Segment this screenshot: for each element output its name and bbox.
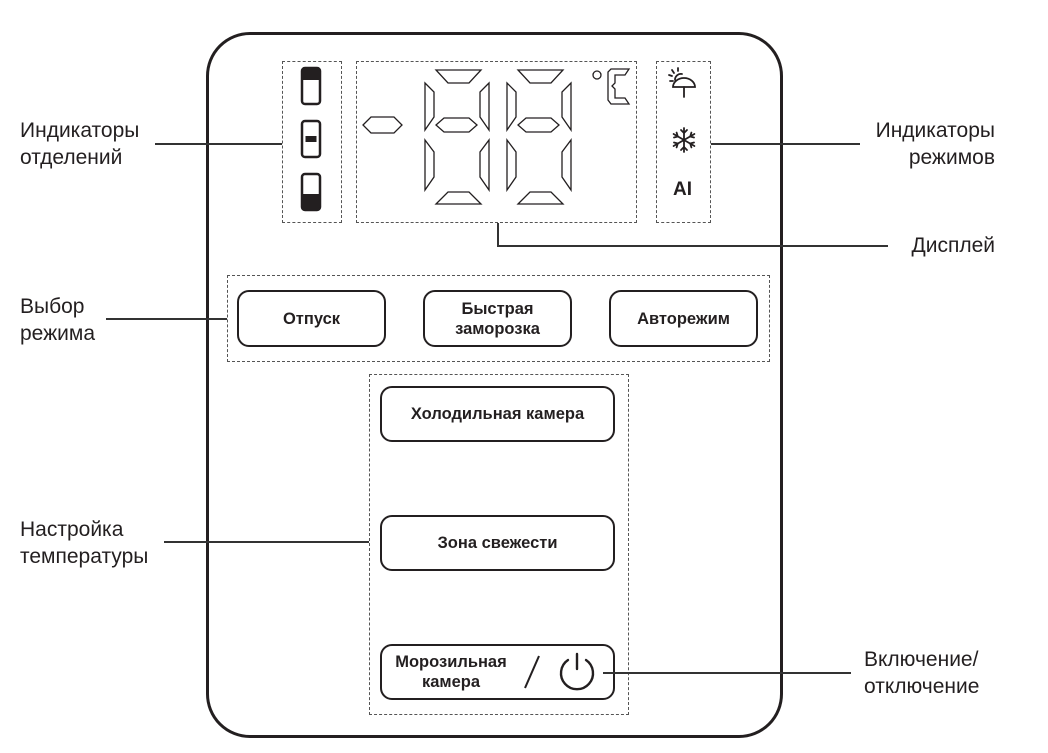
compartment-indicators [300, 66, 322, 212]
temp-setting-group [369, 374, 629, 715]
vacation-icon [668, 67, 696, 98]
display-group [356, 61, 637, 223]
quick-freeze-button[interactable]: Быстрая заморозка [423, 290, 572, 347]
label-mode-indicators: Индикаторы режимов [875, 119, 995, 169]
seven-segment-display [362, 68, 631, 205]
celsius-unit-icon [592, 68, 631, 105]
leader-compartment-indicators [155, 143, 282, 145]
vacation-mode-button[interactable]: Отпуск [237, 290, 386, 347]
quick-freeze-label-line1: Быстрая [461, 299, 534, 318]
fridge-compartment-button[interactable]: Холодильная камера [380, 386, 615, 442]
label-mode-select: Выбор режима [20, 295, 96, 345]
ai-mode-icon: AI [673, 179, 692, 200]
freezer-compartment-icon [300, 172, 322, 212]
leader-display [497, 245, 888, 247]
fresh-zone-button[interactable]: Зона свежести [380, 515, 615, 571]
slash-separator-icon [524, 655, 540, 689]
vacation-mode-label: Отпуск [282, 309, 341, 328]
fresh-zone-compartment-icon [300, 119, 322, 159]
leader-display-vertical [497, 223, 499, 246]
freezer-power-button[interactable]: Морозильная камера [380, 644, 615, 700]
mode-indicators-group [656, 61, 711, 223]
power-icon [559, 652, 595, 691]
auto-mode-button[interactable]: Авторежим [609, 290, 758, 347]
minus-segment [362, 116, 403, 134]
snowflake-icon [672, 127, 696, 153]
leader-temp-setting [164, 541, 369, 543]
leader-power [603, 672, 851, 674]
label-power: Включение/ отключение [864, 648, 980, 698]
digit-2 [506, 69, 572, 205]
fresh-zone-label: Зона свежести [437, 534, 558, 552]
mode-select-group [227, 275, 770, 362]
digit-1 [424, 69, 490, 205]
label-display: Дисплей [911, 234, 996, 257]
leader-mode-select [106, 318, 227, 320]
freezer-label-line1: Морозильная [395, 653, 507, 671]
quick-freeze-label-line2: заморозка [455, 319, 540, 338]
auto-mode-label: Авторежим [637, 309, 730, 328]
fridge-compartment-label: Холодильная камера [410, 405, 585, 423]
label-temp-setting: Настройка температуры [20, 518, 149, 568]
label-compartment-indicators: Индикаторы отделений [20, 119, 140, 169]
fridge-compartment-icon [300, 66, 322, 106]
leader-mode-indicators [711, 143, 860, 145]
freezer-label-line2: камера [421, 673, 481, 691]
control-panel [206, 32, 783, 738]
compartment-indicators-group [282, 61, 342, 223]
